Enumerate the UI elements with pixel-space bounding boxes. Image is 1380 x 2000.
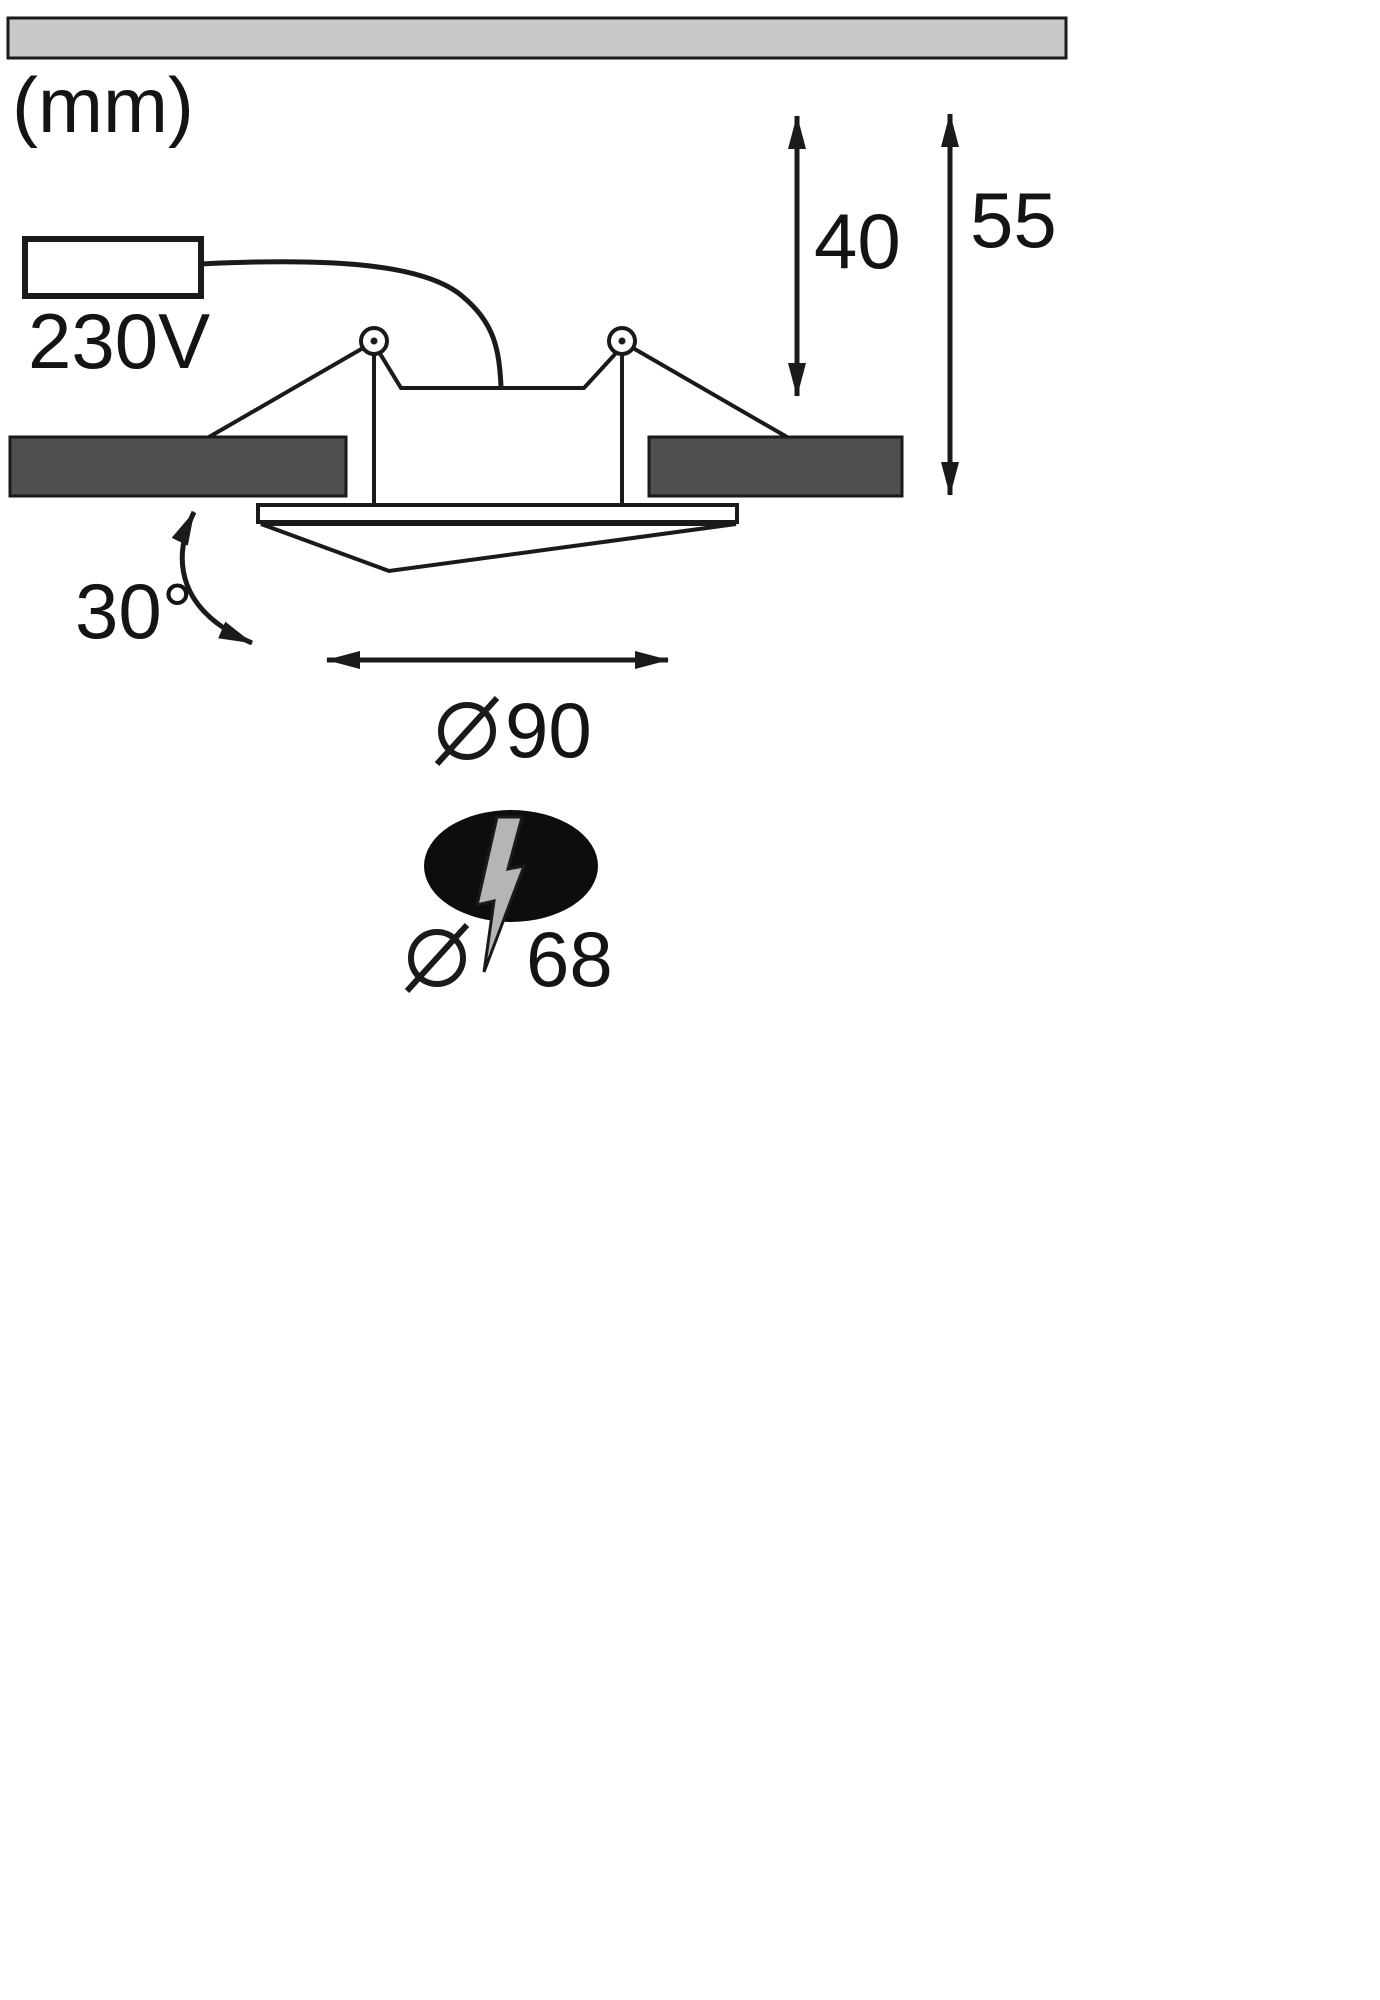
- hinge-right: [607, 326, 637, 356]
- ceiling-right-block: [647, 435, 904, 498]
- diameter-label-90: 90: [505, 686, 592, 774]
- voltage-label: 230V: [28, 297, 210, 385]
- lightning-bolt-icon: [475, 815, 527, 973]
- dim-label-55: 55: [970, 176, 1057, 264]
- fixture-cup: [377, 350, 619, 390]
- dim-label-40: 40: [814, 197, 901, 285]
- ceiling-left-block: [8, 435, 348, 498]
- diameter-symbol-90: [434, 695, 500, 767]
- angle-arc-30: [171, 510, 253, 646]
- hinge-left: [359, 326, 389, 356]
- ceiling-panel: [6, 16, 1068, 60]
- transformer-box: [22, 236, 204, 299]
- cutout-label-68: 68: [526, 915, 613, 1003]
- spring-clip-right: [624, 342, 789, 439]
- trim-ring: [256, 503, 739, 524]
- diameter-symbol-68: [404, 922, 470, 994]
- unit-label: (mm): [12, 61, 194, 149]
- cutout-ellipse: [424, 810, 598, 922]
- power-cable: [200, 259, 504, 387]
- spring-clip-left: [207, 342, 372, 439]
- angle-label-30: 30°: [75, 567, 193, 655]
- tilted-face: [260, 522, 737, 574]
